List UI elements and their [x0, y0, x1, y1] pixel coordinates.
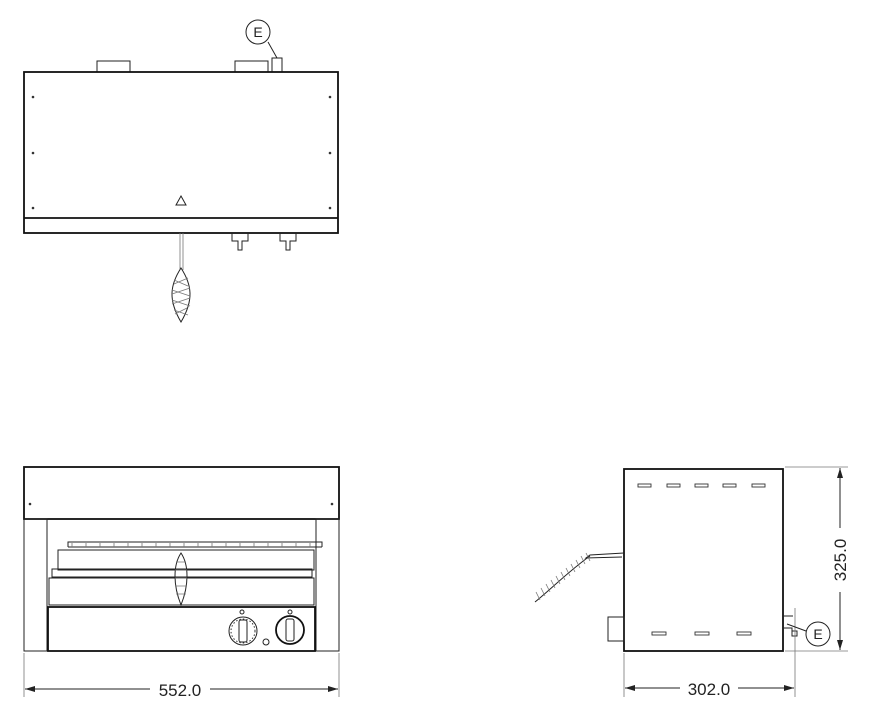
control-knobs-top: [231, 233, 297, 251]
top-vent-left: [96, 60, 131, 73]
callout-circle: [245, 19, 271, 45]
top-vent-right: [234, 60, 269, 73]
depth-dimension: 302.0: [688, 680, 731, 699]
spiral-handle: [171, 267, 191, 323]
timer-knob[interactable]: [228, 609, 258, 646]
thermostat-knob[interactable]: [275, 609, 305, 645]
side-knob: [607, 616, 625, 642]
side-view: 302.0 325.0 E: [534, 466, 850, 699]
front-canopy: [23, 466, 340, 520]
earth-terminal: [271, 57, 283, 73]
top-view: E: [23, 19, 339, 323]
callout-label-side: E: [813, 626, 822, 642]
callout-circle-side: [805, 621, 831, 647]
width-dimension: 552.0: [159, 681, 202, 700]
side-body: [623, 468, 784, 652]
spiral-handle-side: [534, 555, 591, 603]
spiral-handle-front: [174, 552, 188, 607]
front-view: 552.0: [23, 466, 340, 700]
warning-triangle-icon: [175, 194, 187, 206]
top-body: [23, 71, 339, 234]
height-dimension: 325.0: [831, 539, 850, 582]
callout-label: E: [253, 24, 262, 40]
control-panel: [47, 606, 316, 652]
